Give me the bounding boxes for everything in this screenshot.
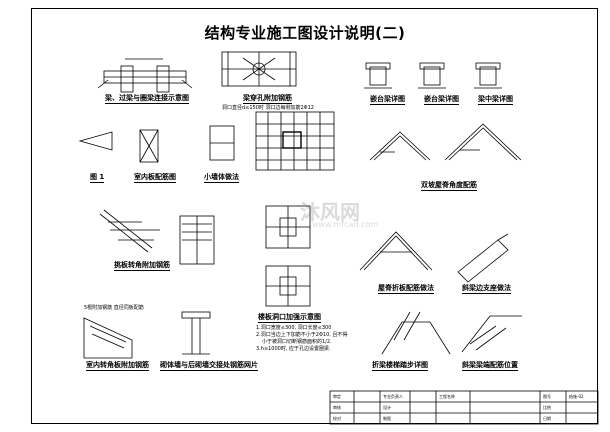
tb-drawing-no-label: 图号 bbox=[543, 394, 551, 399]
tb-review: 审核 bbox=[333, 405, 341, 410]
caption-opening-rebar: 梁穿孔附加钢筋 bbox=[243, 94, 292, 104]
opening-note: 洞口直径d≤150时 洞口边每侧加筋2Φ12 bbox=[222, 105, 314, 111]
caption-double-slope: 双坡屋脊角度配筋 bbox=[421, 181, 477, 191]
slab-note-2: 2.洞口当边上下加筋不小于2Φ10, 且不得 bbox=[256, 332, 348, 338]
watermark: 沐风网 bbox=[300, 200, 360, 224]
tb-drawing-no: 结施-02 bbox=[569, 394, 584, 399]
caption-step-b: 嵌台梁详图 bbox=[424, 95, 459, 105]
caption-cantilever: 挑板转角附加钢筋 bbox=[114, 261, 170, 271]
watermark-url: www.mfcad.com bbox=[312, 220, 379, 229]
caption-roof-beam: 屋脊折板配筋做法 bbox=[378, 284, 434, 294]
caption-inclined-beam: 折梁楼梯踏步详图 bbox=[372, 361, 428, 371]
tb-draft: 制图 bbox=[383, 416, 391, 421]
tb-scale: 比例 bbox=[543, 405, 551, 410]
tb-project: 工程名称 bbox=[439, 394, 455, 399]
caption-infill-wall: 砌体墙与后砌墙交接处钢筋网片 bbox=[160, 361, 258, 371]
caption-fig1: 图 1 bbox=[90, 173, 105, 183]
tb-approve: 审定 bbox=[333, 394, 341, 399]
caption-indoor-corner: 室内转角板附加钢筋 bbox=[86, 361, 149, 371]
drawing-title: 结构专业施工图设计说明(二) bbox=[204, 24, 406, 42]
tb-check: 校对 bbox=[333, 416, 341, 421]
tb-design: 设计 bbox=[383, 405, 391, 410]
caption-corner-plate: 室内板配筋图 bbox=[134, 173, 176, 183]
tb-date: 日期 bbox=[543, 416, 551, 421]
caption-slab-opening: 楼板洞口加强示意图 bbox=[258, 313, 321, 323]
caption-step-a: 嵌台梁详图 bbox=[370, 95, 405, 105]
caption-small-wall: 小墙体做法 bbox=[204, 173, 239, 183]
tb-lead: 专业负责人 bbox=[383, 394, 403, 399]
drawing-frame bbox=[31, 8, 598, 424]
indoor-note: 5根附加钢筋 直径同板配筋 bbox=[84, 305, 144, 311]
caption-beam-support: 梁、过梁与圈梁连接示意图 bbox=[105, 94, 189, 104]
caption-slope-eave: 斜梁边支座做法 bbox=[462, 284, 511, 294]
caption-step-c: 梁中梁详图 bbox=[478, 95, 513, 105]
caption-inclined-column: 斜梁梁端配筋位置 bbox=[462, 361, 518, 371]
slab-note-3: 小于被洞口切断钢筋面积的1/2. bbox=[262, 339, 332, 345]
slab-note-1: 1.洞口宽度≤300, 洞口长度≤300 bbox=[256, 325, 332, 331]
slab-note-4: 3.h≥1000时, 应于孔边设置圈梁. bbox=[256, 346, 331, 352]
